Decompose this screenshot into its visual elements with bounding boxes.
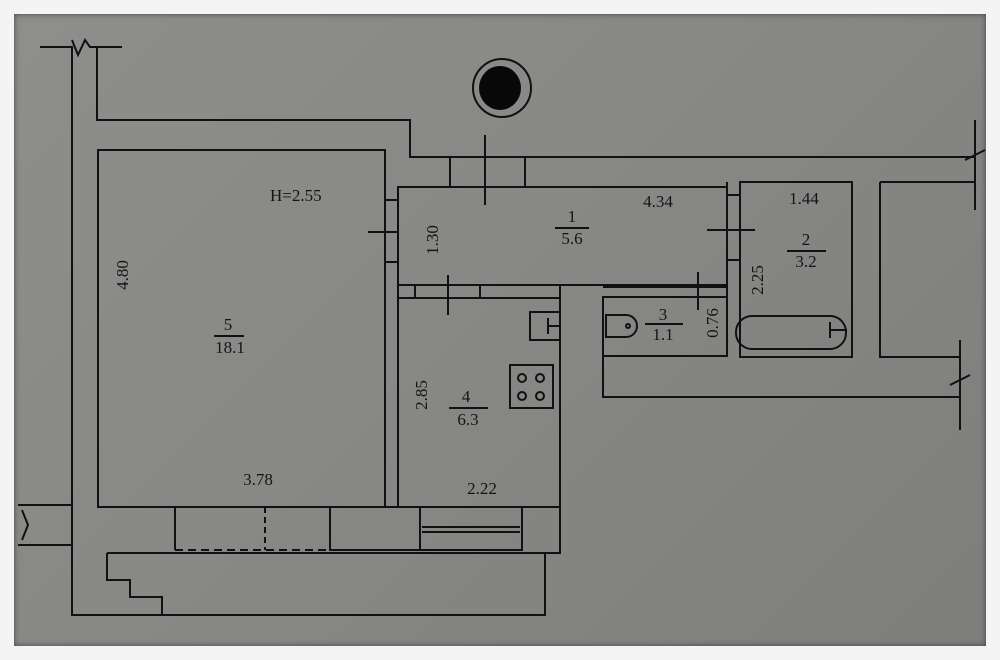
ventilation-shaft-icon: [472, 58, 532, 118]
room-1-number: 1: [568, 207, 577, 226]
dim-room5-width: 3.78: [243, 470, 273, 489]
dim-room1-height: 1.30: [423, 225, 442, 255]
dim-room3-width: 0.76: [703, 308, 722, 338]
room-3-outline: [602, 296, 728, 357]
room-3-number: 3: [659, 305, 668, 324]
window: [419, 506, 523, 551]
dim-room2-width: 1.44: [789, 189, 819, 208]
dim-room5-height: 4.80: [113, 260, 132, 290]
room-5-outline: [97, 149, 386, 508]
dim-room4-height: 2.85: [412, 380, 431, 410]
toilet-icon: [605, 314, 638, 338]
bathtub-icon: [735, 315, 847, 350]
room-5-area: 18.1: [215, 338, 245, 357]
room-2-area: 3.2: [795, 252, 816, 271]
dim-room2-height: 2.25: [748, 265, 767, 295]
room-3-area: 1.1: [652, 325, 673, 344]
walls: [18, 38, 986, 616]
room-1-area: 5.6: [561, 229, 582, 248]
room-4-area: 6.3: [457, 410, 478, 429]
stove-icon: [509, 364, 554, 409]
room-2-outline: [739, 181, 853, 358]
dim-room1-width: 4.34: [643, 192, 673, 211]
ceiling-height: H=2.55: [270, 186, 322, 205]
room-5-number: 5: [224, 315, 233, 334]
room-4-number: 4: [462, 387, 471, 406]
room-2-number: 2: [802, 230, 811, 249]
dim-room4-width: 2.22: [467, 479, 497, 498]
